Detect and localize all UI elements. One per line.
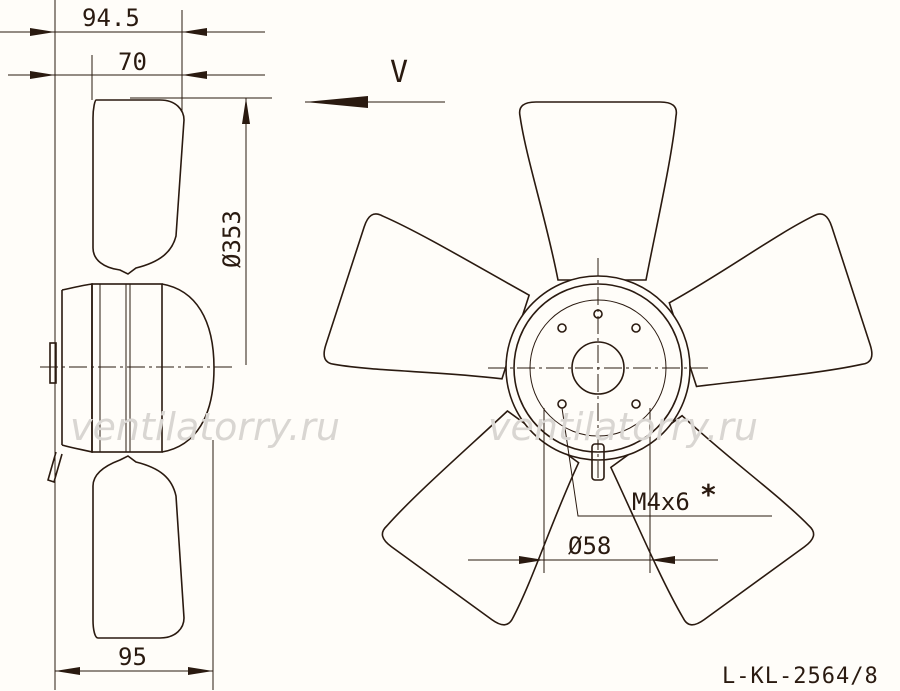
front-view: Ø58 M4x6 *	[319, 101, 877, 631]
hub-depth-label: 70	[118, 48, 147, 76]
side-blade-lower	[92, 455, 185, 639]
bolt-hole-icon	[631, 399, 641, 409]
arrow-icon	[188, 667, 213, 675]
shaft-bore	[571, 341, 625, 395]
thread-mark: *	[700, 478, 717, 511]
bottom-width-label: 95	[118, 643, 147, 671]
arrow-icon	[30, 28, 55, 36]
view-arrow-icon	[305, 96, 368, 108]
thread-leader	[561, 407, 772, 517]
hub-ring	[513, 283, 683, 453]
bolt-hole-icon	[631, 323, 641, 333]
view-arrow: V	[305, 55, 445, 108]
motor-body	[91, 283, 163, 453]
arrow-icon	[242, 98, 250, 124]
watermark: ventilatorry.ru	[70, 405, 340, 449]
arrow-icon	[182, 71, 207, 79]
view-label: V	[390, 55, 408, 90]
bolt-hole-icon	[557, 323, 567, 333]
arrow-icon	[30, 71, 55, 79]
shaft-stub	[49, 342, 57, 384]
bolt-circle-label: Ø58	[568, 532, 611, 560]
side-view: 94.5 70 Ø353 95	[0, 0, 272, 690]
diameter-label: Ø353	[218, 210, 246, 268]
cable-gland	[47, 451, 63, 484]
drawing-code: L-KL-2564/8	[722, 664, 879, 689]
overall-depth-label: 94.5	[82, 4, 140, 32]
front-blade	[319, 210, 540, 417]
front-blade	[518, 101, 678, 281]
arrow-icon	[519, 556, 544, 564]
watermark: ventilatorry.ru	[488, 405, 758, 449]
side-blade-upper	[92, 99, 185, 275]
arrow-icon	[650, 556, 675, 564]
arrow-icon	[55, 667, 80, 675]
arrow-icon	[182, 28, 207, 36]
front-blade	[656, 210, 877, 417]
motor-front-dome	[161, 283, 215, 453]
thread-label: M4x6	[632, 488, 690, 516]
